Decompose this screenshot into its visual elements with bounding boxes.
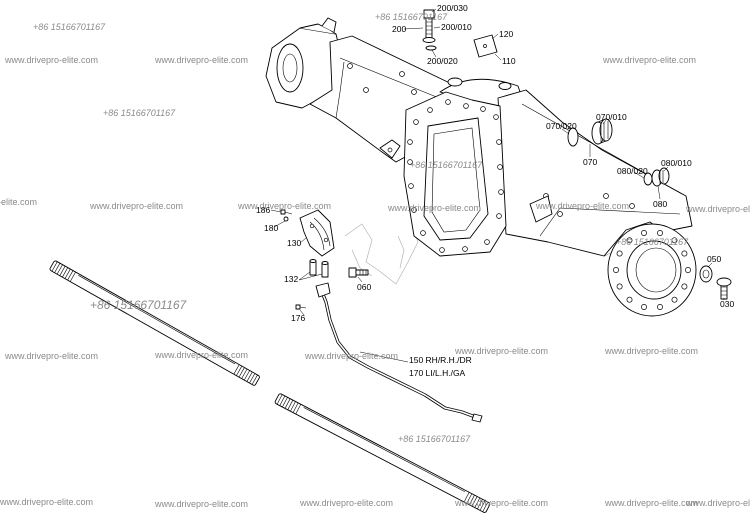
seal-ring-200-020 bbox=[425, 45, 437, 51]
leader-lines bbox=[270, 8, 725, 363]
callout-132: 132 bbox=[284, 274, 299, 284]
seal-ring-070-020 bbox=[567, 127, 579, 147]
callout-120: 120 bbox=[499, 29, 514, 39]
brake-rod-150-170 bbox=[315, 282, 483, 423]
watermark-site: www.drivepro-elite.com bbox=[455, 498, 549, 508]
watermark-phone: +86 15166701167 bbox=[90, 298, 187, 312]
watermark-phone: +86 15166701167 bbox=[616, 237, 689, 247]
watermark-phone: +86 15166701167 bbox=[103, 108, 176, 118]
callout-110: 110 bbox=[502, 56, 516, 66]
watermark-site: www.drivepro-elite.com bbox=[305, 351, 399, 361]
callout-200: 200 bbox=[392, 24, 407, 34]
callout-200-010: 200/010 bbox=[441, 22, 472, 32]
callout-150-right-hand: 150 RH/R.H./DR bbox=[409, 355, 472, 365]
watermark-site-partial: www.drivepro-elite.com bbox=[686, 204, 750, 215]
callout-070-010: 070/010 bbox=[596, 112, 627, 122]
watermark-site: www.drivepro-elite.com bbox=[455, 346, 549, 356]
watermark-site: www.drivepro-elite.com bbox=[5, 351, 99, 361]
axle-shaft-upper bbox=[49, 260, 260, 386]
watermark-site: www.drivepro-elite.com bbox=[155, 350, 249, 360]
sleeves-132 bbox=[309, 259, 329, 278]
watermark-site: www.drivepro-elite.com bbox=[0, 497, 94, 507]
bolt-060 bbox=[348, 267, 369, 278]
watermark-site: www.drivepro-elite.com bbox=[5, 55, 99, 65]
axle-housing-centre-flange bbox=[403, 91, 507, 257]
screw-176 bbox=[295, 304, 307, 310]
watermark-site: www.drivepro-elite.com bbox=[155, 499, 249, 509]
bushing-070-010 bbox=[591, 118, 613, 145]
bushing-080-010 bbox=[651, 167, 670, 187]
watermark-site: www.drivepro-elite.com bbox=[155, 55, 249, 65]
watermark-site: www.drivepro-elite.com bbox=[605, 498, 699, 508]
watermark-site: www.drivepro-elite.com bbox=[90, 201, 184, 211]
callout-180: 180 bbox=[264, 223, 279, 233]
callout-200-020: 200/020 bbox=[427, 56, 458, 66]
bolt-030 bbox=[716, 277, 732, 300]
watermark-site: www.drivepro-elite.com bbox=[686, 498, 750, 508]
watermark-phone: +86 15166701167 bbox=[33, 22, 106, 32]
callout-170-left-hand: 170 LI/L.H./GA bbox=[409, 368, 466, 378]
watermark-site: www.drivepro-elite.com bbox=[536, 201, 630, 211]
callout-070-020: 070/020 bbox=[546, 121, 577, 131]
watermark-site: www.drivepro-elite.com bbox=[300, 498, 394, 508]
cover-plate-120 bbox=[473, 34, 498, 58]
watermark-phone: +86 15166701167 bbox=[398, 434, 471, 444]
callout-060: 060 bbox=[357, 282, 372, 292]
watermark-site: www.drivepro-elite.com bbox=[603, 55, 697, 65]
watermark-site: www.drivepro-elite.com bbox=[388, 203, 482, 213]
axle-shaft-lower bbox=[274, 393, 491, 513]
watermark-site: www.drivepro-elite.com bbox=[605, 346, 699, 356]
watermark-phone: +86 15166701167 bbox=[410, 160, 483, 170]
watermark-site: www.drivepro-elite.com bbox=[0, 197, 38, 207]
callout-130: 130 bbox=[287, 238, 302, 248]
breather-bolt-200 bbox=[422, 9, 436, 43]
watermark-site-partial: www.drivepro-elite.com bbox=[0, 197, 44, 208]
washer-180 bbox=[283, 216, 289, 222]
watermark-site: www.drivepro-elite.com bbox=[238, 201, 332, 211]
callout-186: 186 bbox=[256, 205, 271, 215]
axle-housing-right-flange bbox=[603, 221, 697, 317]
callout-030: 030 bbox=[720, 299, 735, 309]
watermark-phone: +86 15166701167 bbox=[375, 12, 448, 22]
washer-050 bbox=[699, 265, 713, 283]
callout-200-030: 200/030 bbox=[437, 3, 468, 13]
callout-050: 050 bbox=[707, 254, 722, 264]
callout-080-010: 080/010 bbox=[661, 158, 692, 168]
callout-080-020: 080/020 bbox=[617, 166, 648, 176]
callout-176: 176 bbox=[291, 313, 306, 323]
callout-080: 080 bbox=[653, 199, 668, 209]
brake-bracket-130 bbox=[299, 209, 335, 257]
watermark-site-partial: www.drivepro-elite.com bbox=[686, 498, 750, 509]
callout-070: 070 bbox=[583, 157, 598, 167]
watermark-site: www.drivepro-elite.com bbox=[686, 204, 750, 214]
